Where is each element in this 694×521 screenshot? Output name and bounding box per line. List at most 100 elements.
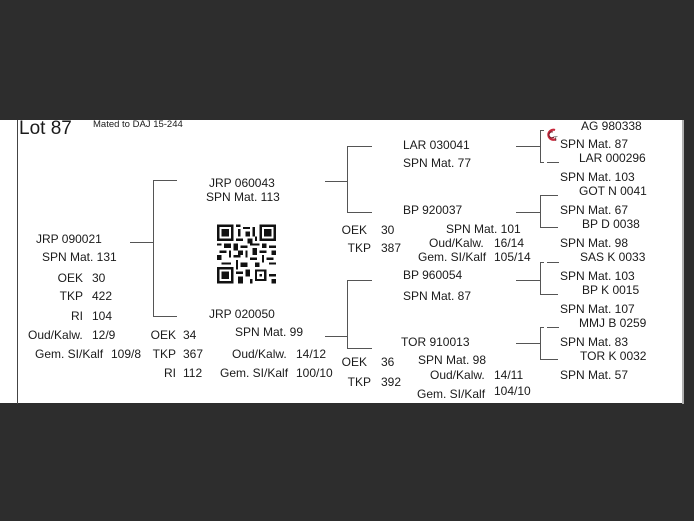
gen3-name: SAS K 0033 (580, 250, 646, 264)
gen3-name: GOT N 0041 (579, 184, 647, 198)
connector-line (325, 336, 347, 337)
connector-line (540, 130, 544, 131)
connector-line (540, 227, 558, 228)
sire-dam-gem-value: 105/14 (494, 250, 531, 264)
connector-line (347, 212, 372, 213)
sire-dam-gem-label: Gem. SI/Kalf (418, 250, 487, 264)
dam-dam-oud-value: 14/11 (494, 368, 524, 382)
connector-line (547, 262, 559, 263)
connector-line (540, 262, 544, 263)
gen3-name: LAR 000296 (579, 151, 646, 165)
sire-dam-oek-value: 30 (381, 223, 395, 237)
connector-line (347, 280, 348, 349)
gen3-spn: SPN Mat. 103 (560, 170, 635, 184)
gen3-spn: SPN Mat. 87 (560, 137, 629, 151)
dam-ri-value: 112 (183, 366, 203, 380)
dam-dam-spn: SPN Mat. 98 (418, 353, 487, 367)
gen3-name: BP K 0015 (582, 283, 640, 297)
dam-ri-label: RI (164, 366, 176, 380)
connector-line (540, 162, 544, 163)
subject-tkp-label: TKP (59, 289, 83, 303)
connector-line (347, 146, 372, 147)
dam-name: JRP 020050 (209, 307, 275, 321)
connector-line (547, 327, 559, 328)
sire-dam-oud-value: 16/14 (494, 236, 525, 250)
gen3-name: TOR K 0032 (580, 349, 647, 363)
connector-line (153, 316, 177, 317)
mated-to-label: Mated to DAJ 15-244 (93, 119, 183, 130)
dam-dam-gem-label: Gem. SI/Kalf (417, 387, 486, 401)
sire-name: JRP 060043 (209, 176, 275, 190)
dam-dam-tkp-value: 392 (381, 375, 402, 389)
connector-line (325, 181, 347, 182)
gen3-spn: SPN Mat. 57 (560, 368, 629, 382)
connector-line (516, 212, 540, 213)
connector-line (516, 343, 540, 344)
connector-line (540, 359, 558, 360)
gen3-spn: SPN Mat. 107 (560, 302, 635, 316)
breeder-logo-icon: T (547, 128, 558, 142)
dam-oud-value: 14/12 (296, 347, 327, 361)
connector-line (130, 242, 154, 243)
subject-spn: SPN Mat. 131 (42, 250, 117, 264)
subject-oek-label: OEK (57, 271, 83, 285)
gen3-spn: SPN Mat. 103 (560, 269, 635, 283)
sire-dam-spn: SPN Mat. 101 (446, 222, 521, 236)
gen3-spn: SPN Mat. 98 (560, 236, 629, 250)
sire-dam-oek-label: OEK (341, 223, 367, 237)
sire-dam-oud-label: Oud/Kalw. (429, 236, 484, 250)
dam-oud-label: Oud/Kalw. (232, 347, 287, 361)
connector-line (540, 262, 541, 295)
gen3-name: BP D 0038 (582, 217, 640, 231)
connector-line (540, 327, 544, 328)
connector-line (347, 146, 348, 213)
dam-sire-name: BP 960054 (403, 268, 463, 282)
sheet-left-border (17, 120, 18, 404)
sire-dam-tkp-value: 387 (381, 241, 402, 255)
subject-ri-value: 104 (92, 309, 113, 323)
connector-line (540, 195, 541, 228)
subject-gem-value: 109/8 (111, 347, 142, 361)
dam-tkp-value: 367 (183, 347, 204, 361)
dam-gem-value: 100/10 (296, 366, 333, 380)
connector-line (540, 294, 558, 295)
dam-oek-label: OEK (150, 328, 176, 342)
dam-dam-gem-value: 104/10 (494, 384, 531, 398)
connector-line (547, 162, 559, 163)
dam-tkp-label: TKP (152, 347, 176, 361)
dam-spn: SPN Mat. 99 (235, 325, 304, 339)
connector-line (516, 146, 540, 147)
pedigree-sheet (0, 120, 683, 403)
sire-spn: SPN Mat. 113 (206, 190, 280, 204)
gen3-name: AG 980338 (581, 119, 642, 133)
connector-line (347, 280, 372, 281)
gen3-spn: SPN Mat. 83 (560, 335, 629, 349)
dam-oek-value: 34 (183, 328, 197, 342)
lot-title: Lot 87 (19, 118, 72, 139)
gen3-name: MMJ B 0259 (579, 316, 647, 330)
subject-oek-value: 30 (92, 271, 106, 285)
subject-oud-value: 12/9 (92, 328, 116, 342)
connector-line (516, 280, 540, 281)
subject-oud-label: Oud/Kalw. (28, 328, 83, 342)
connector-line (347, 348, 372, 349)
connector-line (540, 327, 541, 360)
subject-tkp-value: 422 (92, 289, 113, 303)
dam-gem-label: Gem. SI/Kalf (220, 366, 289, 380)
qr-code-icon (217, 224, 276, 284)
dam-sire-spn: SPN Mat. 87 (403, 289, 472, 303)
connector-line (153, 180, 177, 181)
subject-name: JRP 090021 (36, 232, 102, 246)
dam-dam-oek-label: OEK (341, 355, 367, 369)
sire-sire-name: LAR 030041 (403, 138, 470, 152)
subject-gem-label: Gem. SI/Kalf (35, 347, 104, 361)
dam-dam-oek-value: 36 (381, 355, 395, 369)
sire-dam-tkp-label: TKP (347, 241, 371, 255)
sire-dam-name: BP 920037 (403, 203, 463, 217)
svg-text:T: T (554, 137, 558, 142)
sheet-right-border (682, 120, 684, 404)
connector-line (540, 130, 541, 163)
subject-ri-label: RI (71, 309, 83, 323)
connector-line (540, 195, 558, 196)
dam-dam-tkp-label: TKP (347, 375, 371, 389)
